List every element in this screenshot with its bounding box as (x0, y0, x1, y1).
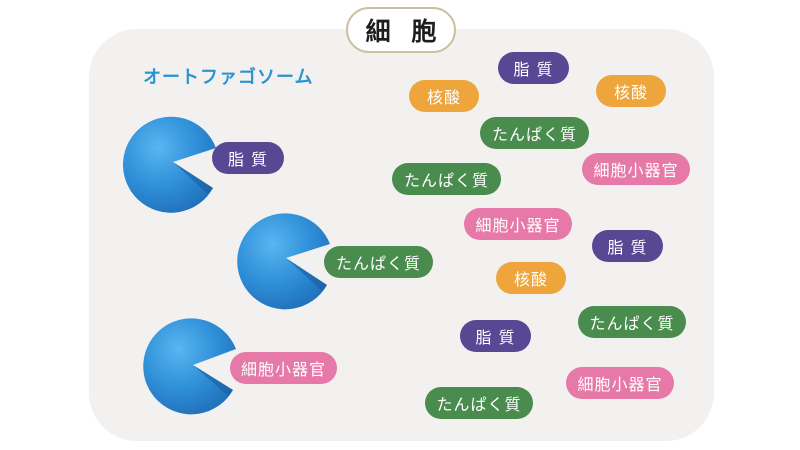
floating-organelle-2: 細胞小器官 (464, 208, 572, 240)
autophagosome-2 (237, 213, 330, 310)
floating-organelle-3: 細胞小器官 (566, 367, 674, 399)
autophagosome-3 (143, 318, 236, 415)
floating-lipid-2: 脂 質 (592, 230, 663, 262)
engulfed-organelle: 細胞小器官 (230, 352, 337, 384)
autophagosome-title: オートファゴソーム (143, 67, 314, 88)
engulfed-lipid: 脂 質 (212, 142, 284, 174)
floating-nucleic-acid-2: 核酸 (596, 75, 666, 107)
engulfed-protein: たんぱく質 (324, 246, 433, 278)
floating-protein-3: たんぱく質 (578, 306, 686, 338)
autophagosome-1 (123, 116, 216, 213)
floating-protein-4: たんぱく質 (425, 387, 533, 419)
floating-nucleic-acid-3: 核酸 (496, 262, 566, 294)
floating-lipid-1: 脂 質 (498, 52, 569, 84)
floating-organelle-1: 細胞小器官 (582, 153, 690, 185)
floating-lipid-3: 脂 質 (460, 320, 531, 352)
floating-protein-1: たんぱく質 (480, 117, 589, 149)
cell-label: 細 胞 (346, 7, 456, 53)
floating-nucleic-acid-1: 核酸 (409, 80, 479, 112)
floating-protein-2: たんぱく質 (392, 163, 501, 195)
